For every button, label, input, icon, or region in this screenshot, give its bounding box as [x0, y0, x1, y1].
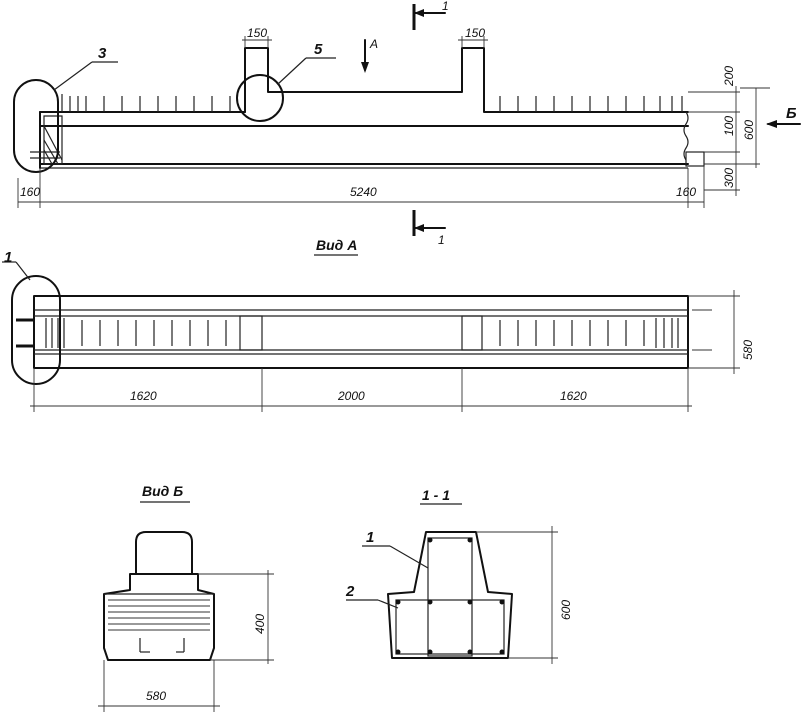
view-arrow-a-label: A — [369, 37, 378, 51]
view-arrow-a: A — [361, 37, 378, 73]
view-b-title: Вид Б — [142, 483, 183, 499]
view-b-dim-400-label: 400 — [253, 614, 267, 634]
view-b-dim-580-label: 580 — [146, 689, 166, 703]
stirrups-left-elevation — [61, 94, 231, 112]
dims-right-vertical: 200 100 300 600 — [688, 66, 770, 196]
dim-160-right-label: 160 — [676, 185, 696, 199]
dim-1620-right-label: 1620 — [560, 389, 587, 403]
section-leader-2-label: 2 — [345, 583, 355, 600]
section-mark-top-label: 1 — [442, 0, 449, 13]
dim-160-left-label: 160 — [20, 185, 40, 199]
view-b: Вид Б 400 580 — [98, 483, 274, 712]
section-dim-600-label: 600 — [559, 600, 573, 620]
dim-580-plan-label: 580 — [741, 340, 755, 360]
dim-200-label: 200 — [722, 66, 736, 87]
stirrups-right-elevation — [499, 96, 683, 112]
callout-1-plan: 1 — [2, 249, 61, 385]
plan-view-a: Вид А — [2, 237, 755, 412]
dim-2000-label: 2000 — [337, 389, 365, 403]
section-rebar-dots — [395, 537, 505, 655]
callout-3: 3 — [13, 45, 118, 173]
elevation-view: 1 A — [13, 0, 801, 247]
leader-3-label: 3 — [98, 45, 107, 62]
dim-5240-label: 5240 — [350, 185, 377, 199]
view-arrow-b: Б — [766, 105, 801, 128]
plan-leader-1-label: 1 — [4, 249, 12, 266]
view-arrow-b-label: Б — [786, 105, 797, 122]
beam-elevation-outline — [30, 47, 705, 169]
callout-5: 5 — [236, 41, 336, 122]
dim-150-right-label: 150 — [465, 26, 485, 40]
stirrups-left-plan — [45, 318, 227, 348]
dim-1620-left-label: 1620 — [130, 389, 157, 403]
plan-title: Вид А — [316, 237, 357, 253]
dim-300-label: 300 — [722, 168, 736, 188]
dim-600-label: 600 — [742, 120, 756, 140]
dim-length-elevation: 160 5240 160 — [17, 166, 705, 208]
dim-150-right: 150 — [458, 26, 488, 48]
section-title: 1 - 1 — [422, 487, 450, 503]
dim-150-left-label: 150 — [247, 26, 267, 40]
section-mark-bottom-label: 1 — [438, 233, 445, 247]
section-leader-1-label: 1 — [366, 529, 374, 546]
leader-5-label: 5 — [314, 41, 323, 58]
dim-150-left: 150 — [242, 26, 272, 48]
section-mark-bottom: 1 — [412, 210, 446, 247]
section-mark-top: 1 — [412, 0, 449, 30]
view-b-hatch — [108, 599, 210, 631]
dim-580-plan: 580 — [688, 290, 755, 374]
stirrups-right-plan — [499, 318, 679, 348]
dims-plan-bottom: 1620 2000 1620 — [30, 368, 692, 412]
section-1-1: 1 - 1 1 2 600 — [345, 487, 573, 664]
dim-100-label: 100 — [722, 116, 736, 136]
